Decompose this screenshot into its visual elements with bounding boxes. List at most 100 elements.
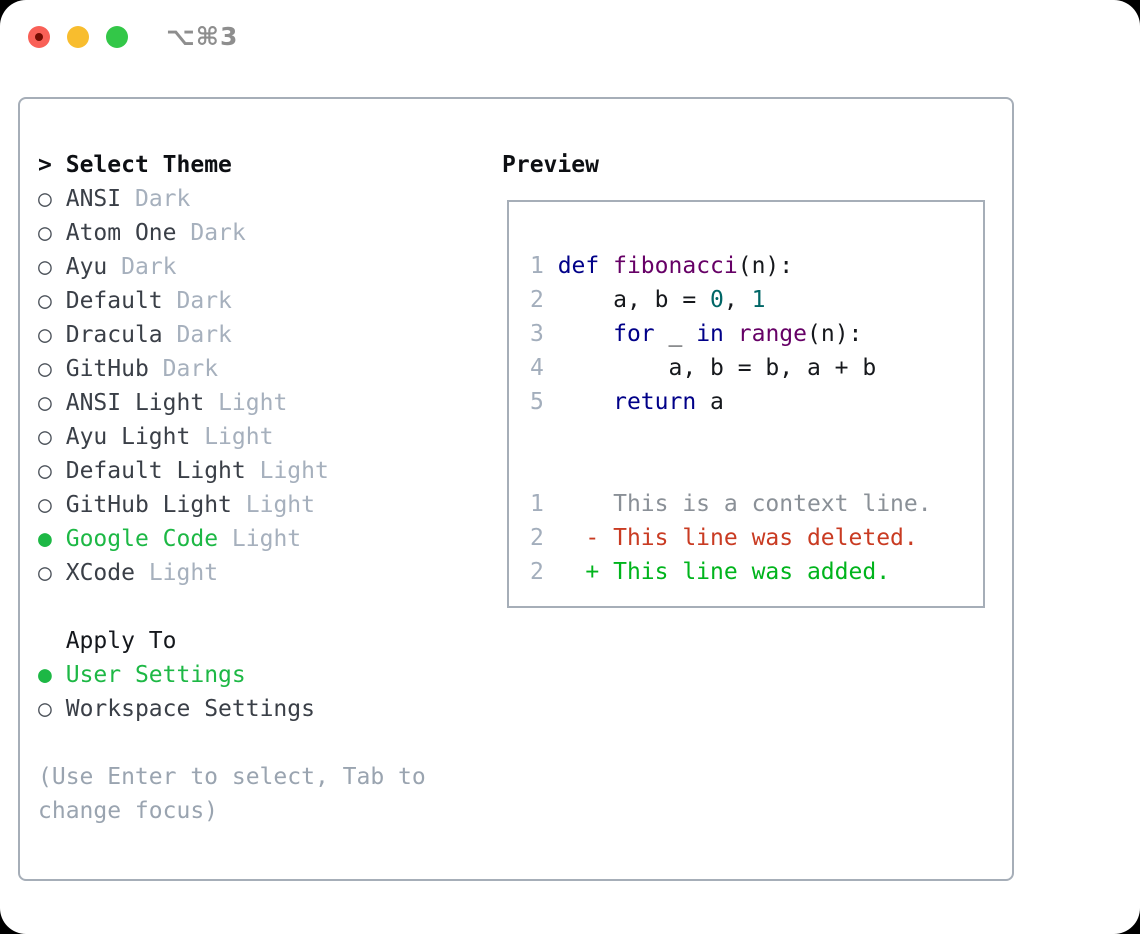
theme-item-ansi[interactable]: ○ ANSI Dark	[38, 182, 426, 216]
theme-name: XCode	[65, 560, 135, 586]
line-number: 2	[530, 287, 558, 313]
help-text: (Use Enter to select, Tab to change focus…	[38, 760, 426, 828]
theme-name: ANSI	[65, 186, 122, 212]
line-number: 1	[530, 253, 558, 279]
radio-icon: ○	[38, 288, 52, 314]
theme-name: Default Light	[65, 458, 246, 484]
help-text-line: (Use Enter to select, Tab to	[38, 764, 426, 790]
theme-list-title: Select Theme	[65, 152, 232, 178]
theme-variant-badge: Light	[245, 492, 315, 518]
theme-item-github[interactable]: ○ GitHub Dark	[38, 352, 426, 386]
theme-item-ayu-light[interactable]: ○ Ayu Light Light	[38, 420, 426, 454]
code-token: _	[654, 321, 697, 347]
focus-cursor-indicator: >	[38, 152, 52, 178]
code-token: return	[613, 389, 697, 415]
theme-selector-column: > Select Theme ○ ANSI Dark○ Atom One Dar…	[38, 148, 426, 828]
code-token: a, b =	[557, 287, 711, 313]
theme-name: Ayu	[65, 254, 108, 280]
theme-item-default[interactable]: ○ Default Dark	[38, 284, 426, 318]
theme-name: GitHub Light	[65, 492, 232, 518]
code-token: a, b = b, a + b	[557, 355, 877, 381]
line-number: 5	[530, 389, 558, 415]
code-token: 0	[710, 287, 724, 313]
theme-name: Google Code	[65, 526, 219, 552]
diff-line-context: 1 This is a context line.	[530, 487, 983, 521]
theme-variant-badge: Dark	[162, 356, 219, 382]
theme-item-atom-one[interactable]: ○ Atom One Dark	[38, 216, 426, 250]
theme-variant-badge: Light	[148, 560, 219, 586]
apply-to-header: Apply To	[38, 624, 426, 658]
code-token	[558, 389, 613, 415]
line-number: 4	[530, 355, 558, 381]
line-number: 2	[530, 525, 544, 551]
theme-variant-badge: Light	[259, 458, 329, 484]
theme-item-xcode[interactable]: ○ XCode Light	[38, 556, 426, 590]
code-token	[599, 253, 613, 279]
code-token: a	[696, 389, 724, 415]
zoom-button[interactable]	[106, 26, 128, 48]
apply-to-title: Apply To	[65, 628, 177, 654]
code-token: for	[613, 321, 655, 347]
radio-icon: ○	[38, 390, 52, 416]
help-text-line: change focus)	[38, 798, 219, 824]
close-button[interactable]	[28, 26, 50, 48]
theme-item-ansi-light[interactable]: ○ ANSI Light Light	[38, 386, 426, 420]
code-token: range	[737, 321, 807, 347]
theme-item-google-code[interactable]: ● Google Code Light	[38, 522, 426, 556]
code-token: fibonacci	[613, 253, 738, 279]
spacer-row	[38, 726, 426, 760]
diff-text: + This line was added.	[543, 559, 891, 585]
apply-to-item-workspace-settings[interactable]: ○ Workspace Settings	[38, 692, 426, 726]
code-token: def	[557, 253, 600, 279]
theme-variant-badge: Light	[231, 526, 302, 552]
code-line: 1 def fibonacci(n):	[530, 249, 983, 283]
theme-name: Atom One	[65, 220, 177, 246]
theme-list: ○ ANSI Dark○ Atom One Dark○ Ayu Dark○ De…	[38, 182, 426, 590]
code-token	[724, 321, 738, 347]
radio-icon: ○	[38, 560, 52, 586]
code-token: ,	[723, 287, 752, 313]
radio-icon: ○	[38, 220, 52, 246]
line-number: 2	[530, 559, 544, 585]
code-line: 3 for _ in range(n):	[530, 317, 983, 351]
diff-line-deleted: 2 - This line was deleted.	[530, 521, 983, 555]
theme-item-ayu[interactable]: ○ Ayu Dark	[38, 250, 426, 284]
theme-item-default-light[interactable]: ○ Default Light Light	[38, 454, 426, 488]
theme-item-github-light[interactable]: ○ GitHub Light Light	[38, 488, 426, 522]
minimize-button[interactable]	[67, 26, 89, 48]
code-token	[558, 321, 613, 347]
theme-list-header: > Select Theme	[38, 148, 426, 182]
window-shortcut-title: ⌥⌘3	[166, 22, 239, 51]
theme-variant-badge: Dark	[190, 220, 246, 246]
radio-icon: ○	[38, 424, 52, 450]
radio-icon: ○	[38, 322, 52, 348]
theme-variant-badge: Dark	[176, 288, 232, 314]
theme-variant-badge: Light	[204, 424, 274, 450]
radio-icon: ○	[38, 254, 52, 280]
theme-name: ANSI Light	[65, 390, 205, 416]
radio-icon: ○	[38, 696, 52, 722]
theme-name: Ayu Light	[65, 424, 191, 450]
apply-target-name: User Settings	[65, 662, 246, 688]
spacer-row	[38, 590, 426, 624]
theme-variant-badge: Light	[218, 390, 288, 416]
code-token: (n):	[737, 253, 794, 279]
theme-variant-badge: Dark	[176, 322, 232, 348]
radio-icon: ○	[38, 186, 52, 212]
line-number: 1	[530, 491, 544, 517]
radio-selected-icon: ●	[38, 526, 52, 552]
theme-name: Dracula	[65, 322, 163, 348]
diff-text: This is a context line.	[543, 491, 932, 517]
line-number: 3	[530, 321, 558, 347]
code-token: (n):	[807, 321, 863, 347]
apply-to-item-user-settings[interactable]: ● User Settings	[38, 658, 426, 692]
radio-selected-icon: ●	[38, 662, 52, 688]
apply-to-list: ● User Settings○ Workspace Settings	[38, 658, 426, 726]
diff-line-added: 2 + This line was added.	[530, 555, 983, 589]
code-sample: 1 def fibonacci(n): 2 a, b = 0, 1 3 for _ …	[530, 249, 983, 419]
theme-name: Default	[65, 288, 163, 314]
theme-item-dracula[interactable]: ○ Dracula Dark	[38, 318, 426, 352]
diff-text: - This line was deleted.	[543, 525, 918, 551]
